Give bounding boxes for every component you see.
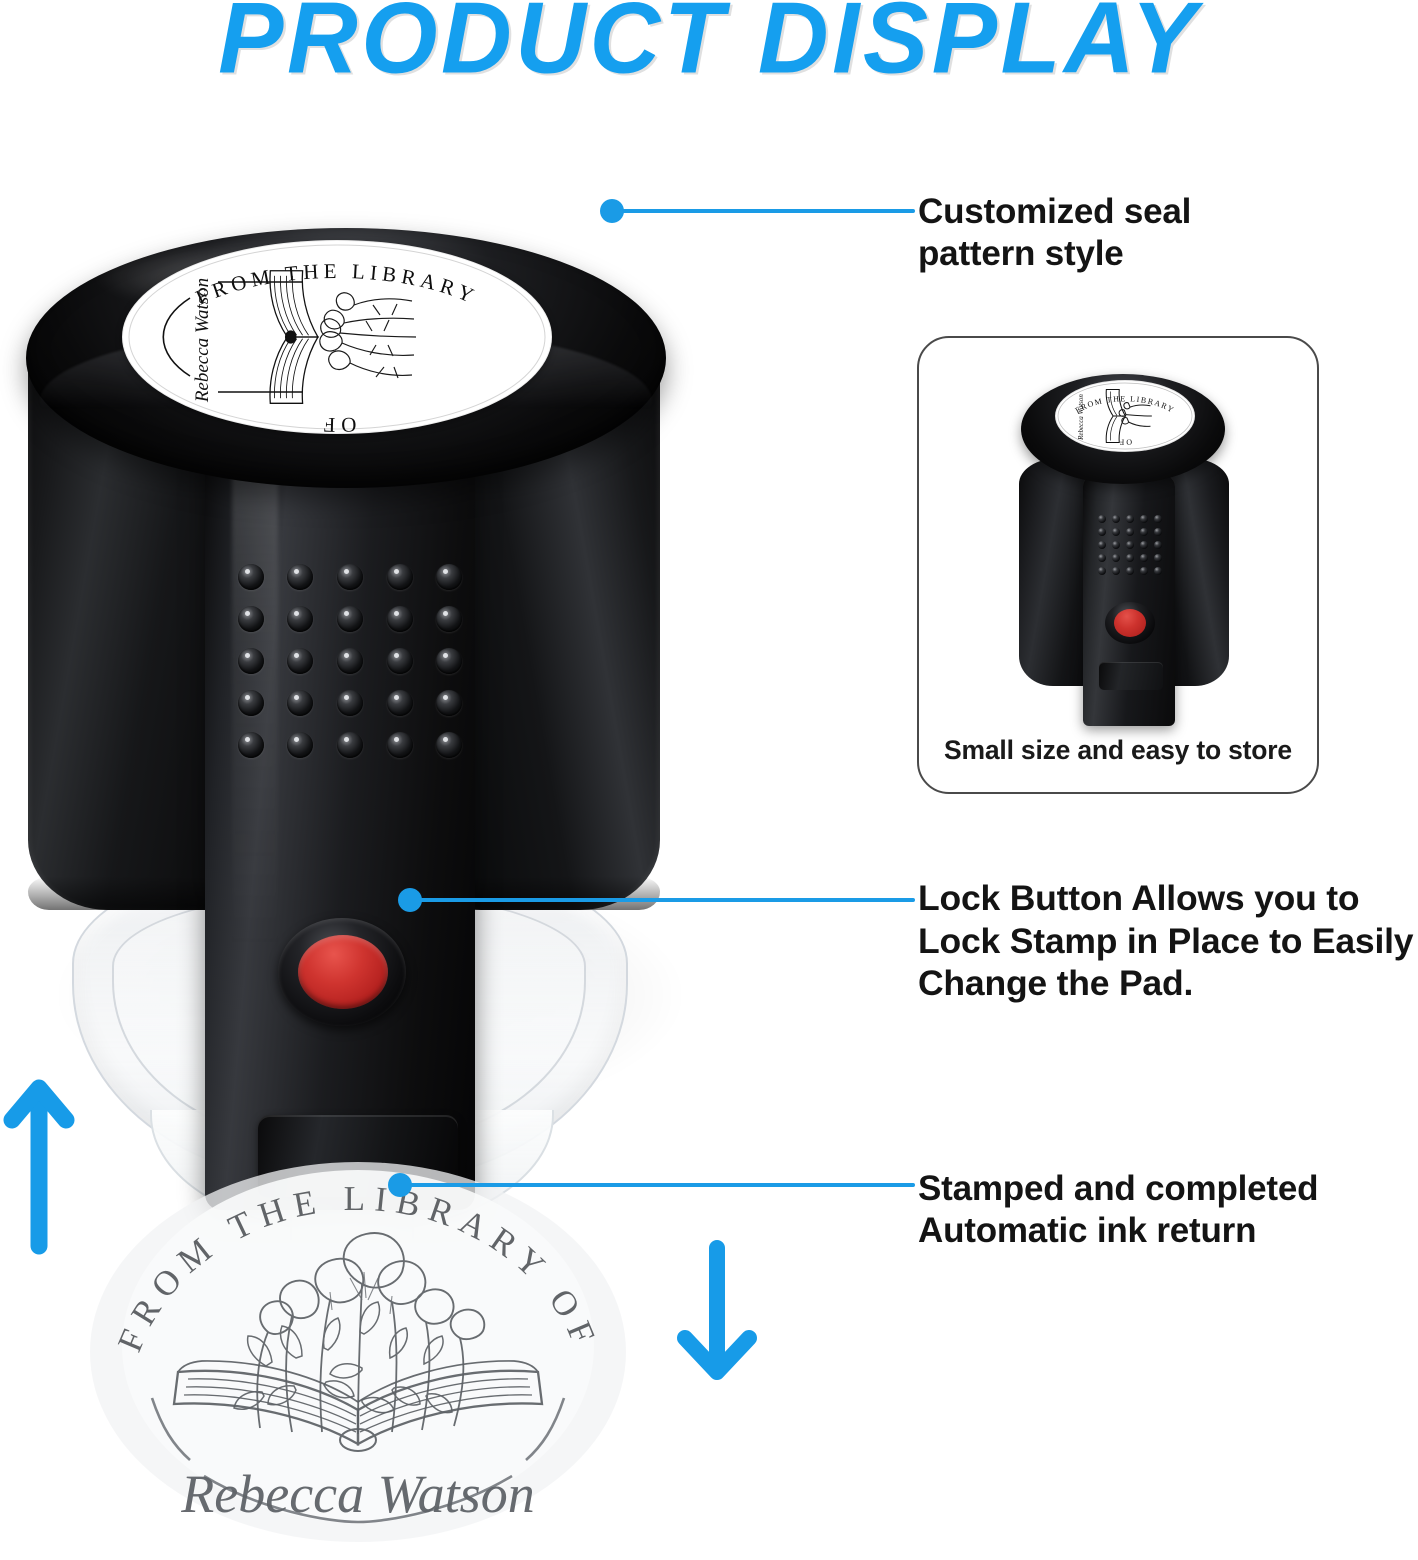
grip-dot [386, 606, 413, 632]
callout-line: Change the Pad. [918, 963, 1194, 1004]
callout-line: Automatic ink return [918, 1211, 1257, 1250]
grip-dot [386, 690, 413, 716]
leader-line-seal [612, 209, 915, 213]
mini-grip-dot [1126, 567, 1134, 576]
grip-dot [436, 564, 463, 590]
grip-dot [386, 732, 413, 758]
page-title-bar: PRODUCT DISPLAY [0, 0, 1418, 88]
mini-grip-dot [1098, 514, 1106, 523]
inset-small-size-box: FROM THE LIBRARY OF [917, 336, 1319, 794]
grip-dot [237, 690, 264, 716]
mini-grip-dot [1154, 554, 1162, 563]
svg-text:Rebecca Watson: Rebecca Watson [1077, 394, 1085, 441]
inset-caption: Small size and easy to store [944, 735, 1292, 765]
seal-preview-disc: FROM THE LIBRARY OF [122, 240, 552, 434]
grip-dot [436, 606, 463, 632]
mini-grip-dot [1112, 567, 1120, 576]
grip-dot [237, 648, 264, 674]
mini-stamp-left-panel [1019, 458, 1095, 686]
leader-dot-lock [398, 888, 422, 912]
callout-customized-seal: Customized seal pattern style [918, 191, 1388, 275]
mini-grip-dot [1126, 554, 1134, 563]
leader-line-lock [410, 898, 915, 902]
grip-dot [237, 564, 264, 590]
callout-line: Stamped and completed [918, 1169, 1319, 1208]
grip-dot [436, 732, 463, 758]
callout-lock-button: Lock Button Allows you to Lock Stamp in … [918, 877, 1418, 1005]
callout-line: Customized seal [918, 192, 1192, 231]
mini-stamp-grip-texture [1095, 512, 1165, 578]
mini-lock-button [1114, 609, 1146, 637]
mini-grip-dot [1140, 514, 1148, 523]
grip-dot [386, 648, 413, 674]
callout-line: Lock Stamp in Place to Easily [918, 920, 1414, 961]
grip-dot [287, 564, 314, 590]
grip-dot [287, 732, 314, 758]
grip-dot [287, 606, 314, 632]
mini-grip-dot [1154, 527, 1162, 536]
mini-grip-dot [1098, 554, 1106, 563]
stamp-handle-highlight [232, 428, 278, 1128]
grip-dot [336, 606, 363, 632]
grip-dot [237, 606, 264, 632]
callout-line: Lock Button Allows you to [918, 878, 1360, 918]
mini-grip-dot [1112, 527, 1120, 536]
lock-button[interactable] [298, 935, 388, 1009]
mini-grip-dot [1140, 567, 1148, 576]
mini-grip-dot [1126, 527, 1134, 536]
page-title: PRODUCT DISPLAY [218, 0, 1200, 94]
mini-grip-dot [1154, 514, 1162, 523]
svg-text:Rebecca Watson: Rebecca Watson [180, 1464, 534, 1524]
mini-grip-dot [1140, 554, 1148, 563]
stamp-handle[interactable] [205, 420, 475, 1210]
mini-stamp-bottom-tab [1099, 662, 1163, 690]
mini-stamp-illustration: FROM THE LIBRARY OF [1011, 366, 1233, 726]
svg-text:OF: OF [1118, 437, 1132, 446]
grip-dot [336, 648, 363, 674]
callout-line: pattern style [918, 234, 1124, 273]
grip-dot [436, 690, 463, 716]
grip-dot [237, 732, 264, 758]
callout-stamped-completed: Stamped and completed Automatic ink retu… [918, 1168, 1388, 1252]
grip-dot [336, 732, 363, 758]
mini-grip-dot [1154, 567, 1162, 576]
mini-grip-dot [1112, 514, 1120, 523]
grip-dot [287, 690, 314, 716]
mini-grip-dot [1126, 514, 1134, 523]
leader-dot-seal [600, 199, 624, 223]
mini-grip-dot [1112, 554, 1120, 563]
grip-dot [336, 564, 363, 590]
mini-grip-dot [1098, 540, 1106, 549]
grip-dot [436, 648, 463, 674]
stamped-impression: FROM THE LIBRARY OF [78, 1160, 638, 1555]
grip-dot [336, 690, 363, 716]
mini-seal-preview-disc: FROM THE LIBRARY OF [1055, 380, 1195, 452]
grip-dot [287, 648, 314, 674]
mini-grip-dot [1140, 527, 1148, 536]
arrow-up-icon [2, 1068, 76, 1258]
mini-grip-dot [1098, 527, 1106, 536]
grip-dot [386, 564, 413, 590]
arrow-down-icon [661, 1236, 773, 1388]
mini-grip-dot [1112, 540, 1120, 549]
stamp-grip-texture [226, 556, 474, 766]
svg-text:OF: OF [317, 413, 356, 434]
leader-dot-stamped [388, 1173, 412, 1197]
product-stage: FROM THE LIBRARY OF [0, 90, 900, 1542]
mini-grip-dot [1140, 540, 1148, 549]
svg-text:Rebecca Watson: Rebecca Watson [192, 278, 213, 403]
mini-grip-dot [1154, 540, 1162, 549]
mini-grip-dot [1126, 540, 1134, 549]
mini-grip-dot [1098, 567, 1106, 576]
leader-line-stamped [400, 1183, 915, 1187]
